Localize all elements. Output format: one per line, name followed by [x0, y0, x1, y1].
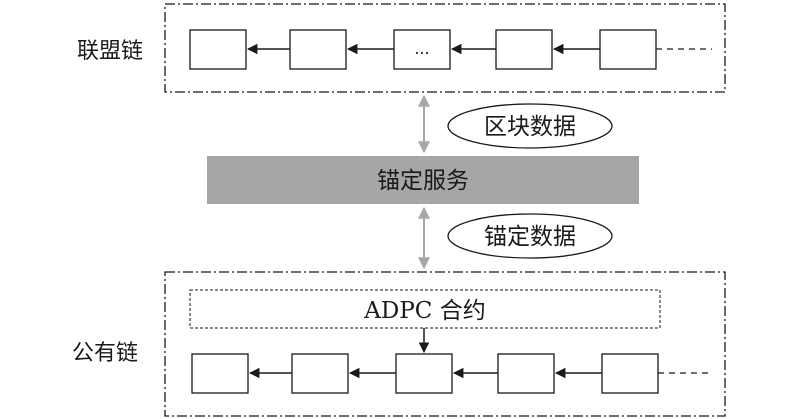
adpc-contract-label: ADPC 合约	[363, 298, 485, 324]
public-chain: 公有链 ADPC 合约	[72, 271, 726, 417]
anchor-data-label: 锚定数据	[484, 224, 576, 250]
anchor-data-ellipse: 锚定数据	[447, 213, 613, 259]
public-chain-label: 公有链	[72, 341, 138, 366]
consortium-block-1	[189, 29, 247, 70]
public-block-5	[601, 353, 659, 394]
block-data-label: 区块数据	[484, 114, 576, 140]
anchor-service-bar: 锚定服务	[207, 156, 639, 204]
consortium-block-2	[289, 29, 347, 70]
block-data-ellipse: 区块数据	[447, 103, 613, 149]
public-block-4	[497, 353, 555, 394]
public-block-2	[291, 353, 349, 394]
consortium-chain-frame	[164, 3, 726, 93]
consortium-block-5	[599, 29, 657, 70]
consortium-chain-label: 联盟链	[77, 39, 143, 64]
public-chain-frame	[164, 271, 726, 417]
consortium-block-3: ...	[393, 29, 451, 70]
public-block-1	[191, 353, 249, 394]
public-block-3	[395, 353, 453, 394]
svg-text:...: ...	[414, 39, 429, 58]
consortium-block-4	[495, 29, 553, 70]
anchor-service-label: 锚定服务	[377, 168, 469, 194]
adpc-contract-box: ADPC 合约	[189, 289, 661, 329]
consortium-chain: 联盟链 ...	[77, 3, 726, 93]
